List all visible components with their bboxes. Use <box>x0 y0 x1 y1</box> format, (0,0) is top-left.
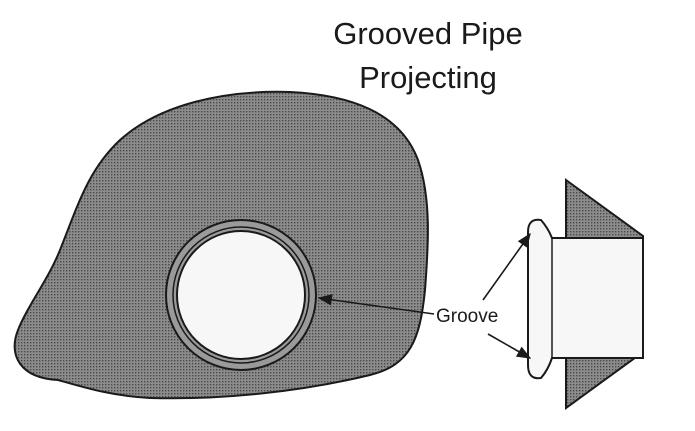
groove-label: Groove <box>436 306 498 327</box>
arrow-to-upper-groove <box>482 232 531 301</box>
pipe-groove-ring <box>172 226 310 364</box>
title-line-1: Grooved Pipe <box>333 16 523 51</box>
arrow-to-lower-groove <box>487 333 532 359</box>
pipe-bore <box>176 230 306 360</box>
pipe-side-profile <box>527 218 644 380</box>
arrow-to-front-groove <box>317 294 435 315</box>
title-line-2: Projecting <box>359 60 497 95</box>
